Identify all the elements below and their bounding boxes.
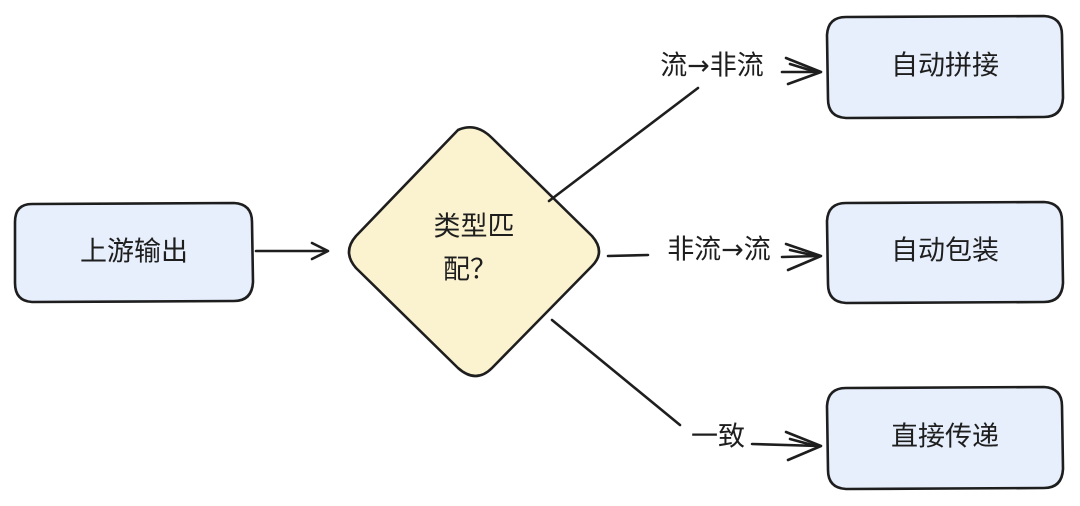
target-node-middle-label: 自动包装 — [891, 236, 999, 267]
edge-label-bottom: 一致 — [691, 422, 745, 453]
decision-node: 类型匹 配？ — [347, 126, 601, 378]
decision-label-line1: 类型匹 — [434, 212, 515, 243]
decision-label-line2: 配？ — [443, 255, 497, 286]
target-node-top: 自动拼接 — [825, 14, 1065, 120]
decision-node-shape — [347, 126, 601, 378]
edge-decision-to-top — [547, 56, 823, 203]
source-node-shape — [13, 201, 255, 304]
target-node-middle-shape — [825, 200, 1065, 305]
target-node-top-shape — [825, 14, 1065, 120]
target-node-bottom-shape — [825, 385, 1065, 491]
edge-label-top: 流→非流 — [660, 51, 764, 82]
source-node: 上游输出 — [13, 201, 255, 304]
edge-decision-to-bottom — [550, 318, 823, 462]
edge-source-to-decision — [254, 241, 330, 261]
target-node-bottom-label: 直接传递 — [891, 422, 999, 453]
target-node-bottom: 直接传递 — [825, 385, 1065, 491]
edge-label-middle: 非流→流 — [667, 235, 771, 266]
target-node-middle: 自动包装 — [825, 200, 1065, 305]
target-node-top-label: 自动拼接 — [891, 51, 999, 82]
edge-decision-to-middle — [606, 242, 823, 272]
source-node-label: 上游输出 — [80, 237, 188, 268]
